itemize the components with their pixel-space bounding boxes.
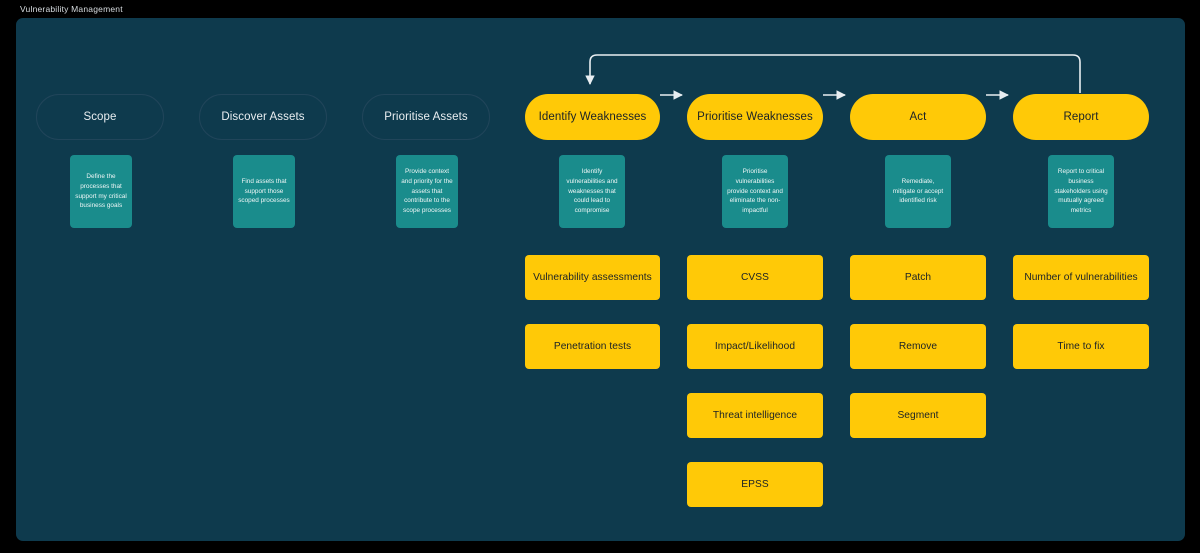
stage-item-card[interactable]: Penetration tests	[525, 324, 660, 369]
stage-item-card[interactable]: Patch	[850, 255, 986, 300]
stage-description-prioritise-assets: Provide context and priority for the ass…	[396, 155, 458, 228]
stage-description-act: Remediate, mitigate or accept identified…	[885, 155, 951, 228]
stage-description-text: Identify vulnerabilities and weaknesses …	[566, 167, 618, 215]
stage-label-prioritise-weaknesses: Prioritise Weaknesses	[697, 111, 813, 123]
stage-description-text: Provide context and priority for the ass…	[401, 167, 453, 215]
stage-item-label: Impact/Likelihood	[714, 341, 796, 352]
stage-item-label: Segment	[897, 410, 939, 421]
stage-item-card[interactable]: Vulnerability assessments	[525, 255, 660, 300]
stage-label-act: Act	[909, 111, 927, 123]
stage-label-report: Report	[1063, 111, 1099, 123]
window-title: Vulnerability Management	[20, 4, 123, 14]
diagram-canvas: Scope Define the processes that support …	[16, 18, 1185, 541]
stage-description-text: Find assets that support those scoped pr…	[238, 177, 290, 205]
stage-item-card[interactable]: Remove	[850, 324, 986, 369]
stage-item-label: EPSS	[741, 479, 769, 490]
stage-item-card[interactable]: EPSS	[687, 462, 823, 507]
stage-description-text: Define the processes that support my cri…	[75, 172, 127, 210]
stage-label-prioritise-assets: Prioritise Assets	[384, 111, 468, 123]
stage-label-identify-weaknesses: Identify Weaknesses	[538, 111, 647, 123]
connector-report-feedback-loop	[585, 54, 1081, 93]
stage-item-label: Remove	[898, 341, 938, 352]
stage-item-card[interactable]: Impact/Likelihood	[687, 324, 823, 369]
stage-description-prioritise-weaknesses: Prioritise vulnerabilities provide conte…	[722, 155, 788, 228]
stage-node-act[interactable]: Act	[850, 94, 986, 140]
stage-item-label: Number of vulnerabilities	[1024, 272, 1138, 283]
stage-label-scope: Scope	[83, 111, 117, 123]
stage-node-discover-assets[interactable]: Discover Assets	[199, 94, 327, 140]
stage-item-label: Penetration tests	[553, 341, 632, 352]
stage-item-label: Patch	[904, 272, 932, 283]
stage-item-label: CVSS	[741, 272, 769, 283]
stage-item-card[interactable]: Time to fix	[1013, 324, 1149, 369]
stage-node-prioritise-assets[interactable]: Prioritise Assets	[362, 94, 490, 140]
stage-item-card[interactable]: Segment	[850, 393, 986, 438]
stage-description-report: Report to critical business stakeholders…	[1048, 155, 1114, 228]
stage-description-text: Remediate, mitigate or accept identified…	[892, 177, 944, 205]
stage-node-prioritise-weaknesses[interactable]: Prioritise Weaknesses	[687, 94, 823, 140]
stage-node-scope[interactable]: Scope	[36, 94, 164, 140]
stage-item-card[interactable]: Number of vulnerabilities	[1013, 255, 1149, 300]
stage-description-identify-weaknesses: Identify vulnerabilities and weaknesses …	[559, 155, 625, 228]
stage-node-report[interactable]: Report	[1013, 94, 1149, 140]
stage-item-label: Time to fix	[1057, 341, 1105, 352]
stage-item-card[interactable]: Threat intelligence	[687, 393, 823, 438]
stage-description-text: Prioritise vulnerabilities provide conte…	[727, 167, 783, 215]
stage-node-identify-weaknesses[interactable]: Identify Weaknesses	[525, 94, 660, 140]
stage-description-text: Report to critical business stakeholders…	[1054, 167, 1108, 215]
stage-description-scope: Define the processes that support my cri…	[70, 155, 132, 228]
stage-item-label: Threat intelligence	[712, 410, 798, 421]
stage-description-discover-assets: Find assets that support those scoped pr…	[233, 155, 295, 228]
stage-item-label: Vulnerability assessments	[533, 272, 652, 283]
window-title-bar: Vulnerability Management	[0, 0, 1200, 18]
stage-item-card[interactable]: CVSS	[687, 255, 823, 300]
stage-label-discover-assets: Discover Assets	[221, 111, 305, 123]
